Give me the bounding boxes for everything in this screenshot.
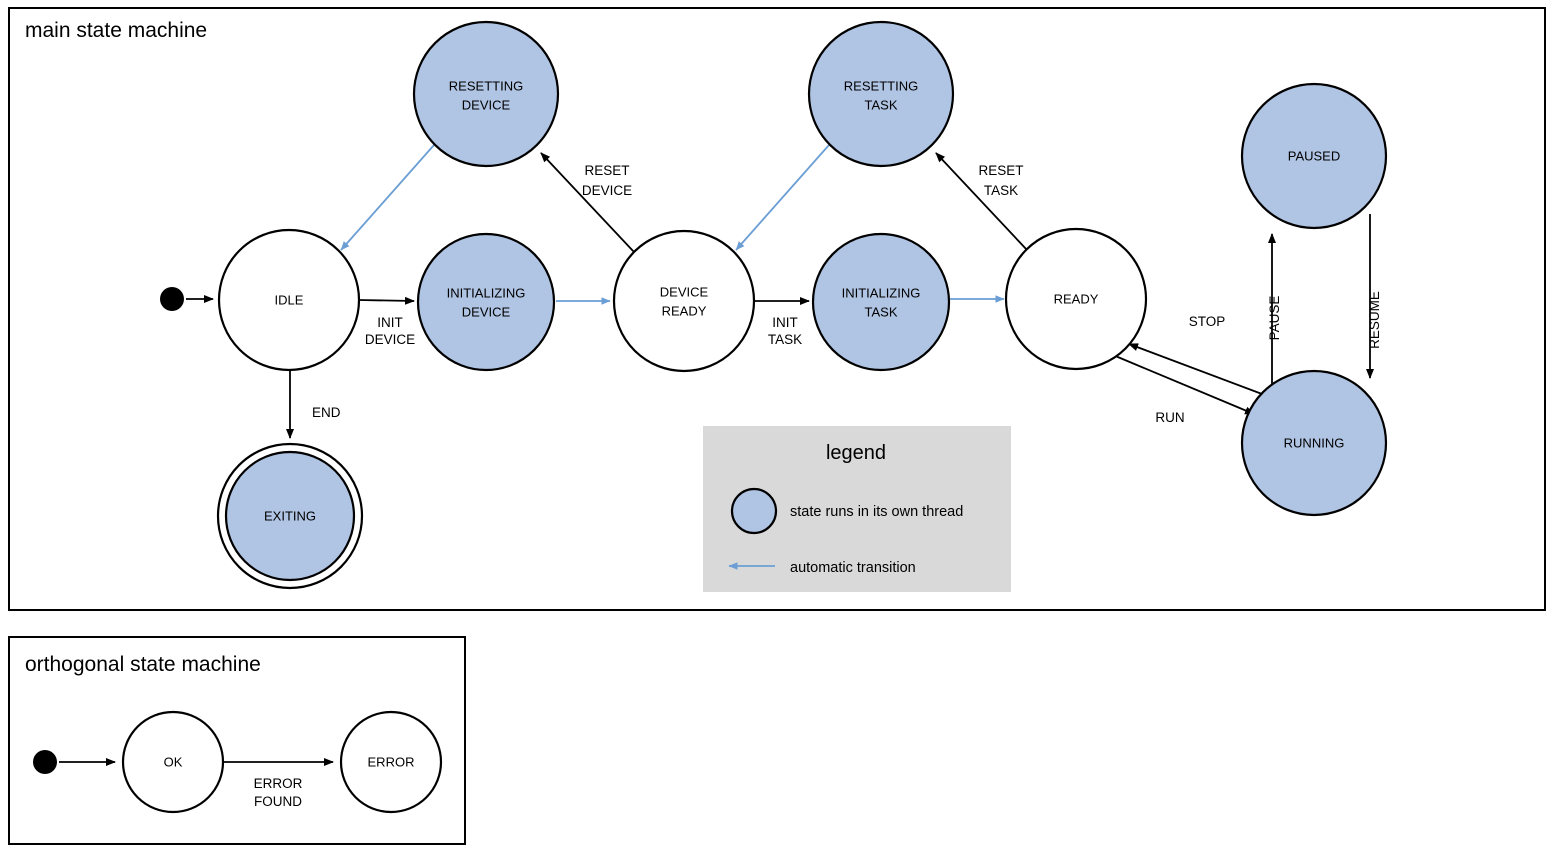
state-label-line-2: TASK	[865, 97, 898, 112]
state-label-line-1: RESETTING	[449, 78, 523, 93]
state-label: READY	[1054, 291, 1099, 306]
main-transitions: INIT DEVICE RESET DEVICE INIT TASK	[186, 144, 1382, 439]
transition-label-line-2: FOUND	[254, 794, 302, 809]
state-label-line-1: DEVICE	[660, 284, 709, 299]
start-node-icon	[160, 287, 184, 311]
legend-title: legend	[826, 442, 886, 464]
transition-run: RUN	[1112, 354, 1255, 425]
state-circle[interactable]	[1240, 82, 1388, 230]
state-label: ERROR	[368, 754, 415, 769]
edge-line	[935, 152, 1028, 251]
state-paused[interactable]: PAUSED	[1240, 82, 1388, 230]
state-initializing-device[interactable]: INITIALIZING DEVICE	[416, 232, 556, 372]
transition-end: END	[286, 370, 341, 439]
edge-line	[340, 144, 435, 251]
legend-item-label: state runs in its own thread	[790, 504, 963, 520]
edge-line	[540, 152, 635, 253]
state-running[interactable]: RUNNING	[1240, 369, 1388, 517]
transition-label-line-2: TASK	[768, 332, 802, 347]
transition-label-line-2: TASK	[984, 183, 1018, 198]
state-label-line-1: INITIALIZING	[447, 285, 526, 300]
orthogonal-states: OK ERROR	[33, 710, 443, 814]
state-ready[interactable]: READY	[1004, 227, 1148, 371]
state-label: IDLE	[275, 292, 304, 307]
transition-init-task: INIT TASK	[754, 297, 810, 347]
state-device-ready[interactable]: DEVICE READY	[612, 229, 756, 373]
state-label-line-2: DEVICE	[462, 97, 511, 112]
transition-label: END	[312, 405, 341, 420]
state-circle[interactable]	[121, 710, 225, 814]
state-circle[interactable]	[612, 229, 756, 373]
state-label: EXITING	[264, 508, 316, 523]
orthogonal-frame-title: orthogonal state machine	[25, 653, 261, 676]
state-circle[interactable]	[416, 232, 556, 372]
transition-label-line-1: ERROR	[254, 776, 303, 791]
legend-item-label: automatic transition	[790, 560, 916, 576]
transition-stop: STOP	[1128, 314, 1263, 395]
transition-label-line-2: DEVICE	[365, 332, 415, 347]
state-circle[interactable]	[224, 450, 356, 582]
state-circle[interactable]	[217, 228, 361, 372]
state-label-line-2: TASK	[865, 304, 898, 319]
transition-reset-device: RESET DEVICE	[540, 152, 635, 253]
state-circle[interactable]	[1240, 369, 1388, 517]
legend-item-thread-state: state runs in its own thread	[730, 487, 963, 535]
orthogonal-transitions: ERROR FOUND	[59, 758, 334, 809]
transition-label-line-1: INIT	[772, 315, 798, 330]
state-label-line-1: INITIALIZING	[842, 285, 921, 300]
start-node-icon	[33, 750, 57, 774]
state-idle[interactable]: IDLE	[217, 228, 361, 372]
transition-label: RUN	[1155, 410, 1184, 425]
transition-label-line-2: DEVICE	[582, 183, 632, 198]
transition-reset-task: RESET TASK	[935, 152, 1028, 251]
transition-label-line-1: RESET	[978, 163, 1023, 178]
transition-label-line-1: RESET	[584, 163, 629, 178]
transition-label-line-1: INIT	[377, 315, 403, 330]
legend: legend state runs in its own thread auto…	[703, 426, 1011, 592]
state-label-line-2: READY	[662, 303, 707, 318]
state-circle[interactable]	[412, 20, 560, 168]
transition-label: STOP	[1189, 314, 1226, 329]
state-exiting[interactable]: EXITING	[216, 442, 364, 590]
transition-resume: RESUME	[1366, 214, 1382, 379]
legend-item-automatic-transition: automatic transition	[728, 560, 916, 576]
state-resetting-device[interactable]: RESETTING DEVICE	[412, 20, 560, 168]
state-initializing-task[interactable]: INITIALIZING TASK	[811, 232, 951, 372]
state-label-line-2: DEVICE	[462, 304, 511, 319]
state-resetting-task[interactable]: RESETTING TASK	[807, 20, 955, 168]
thread-state-swatch-icon	[730, 487, 778, 535]
transition-resetting-device-to-idle	[340, 144, 435, 251]
state-label: OK	[164, 754, 183, 769]
state-circle[interactable]	[807, 20, 955, 168]
edge-line	[358, 296, 415, 305]
transition-pause: PAUSE	[1267, 233, 1282, 395]
transition-label: PAUSE	[1267, 296, 1282, 341]
main-frame-title: main state machine	[25, 19, 207, 42]
edge-line	[1112, 354, 1255, 415]
transition-label: RESUME	[1367, 291, 1382, 349]
state-circle[interactable]	[1004, 227, 1148, 371]
state-ok[interactable]: OK	[121, 710, 225, 814]
state-label: PAUSED	[1288, 148, 1341, 163]
state-circle[interactable]	[339, 710, 443, 814]
edge-line	[1128, 343, 1263, 395]
main-states: IDLE RESETTING DEVICE INITIALIZING DEVIC…	[160, 20, 1388, 590]
edge-line	[735, 144, 830, 251]
state-label-line-1: RESETTING	[844, 78, 918, 93]
transition-resetting-task-to-device-ready	[735, 144, 830, 251]
transition-error-found: ERROR FOUND	[223, 758, 334, 809]
state-label: RUNNING	[1284, 435, 1345, 450]
transition-init-device: INIT DEVICE	[358, 296, 415, 347]
state-circle[interactable]	[811, 232, 951, 372]
state-error[interactable]: ERROR	[339, 710, 443, 814]
